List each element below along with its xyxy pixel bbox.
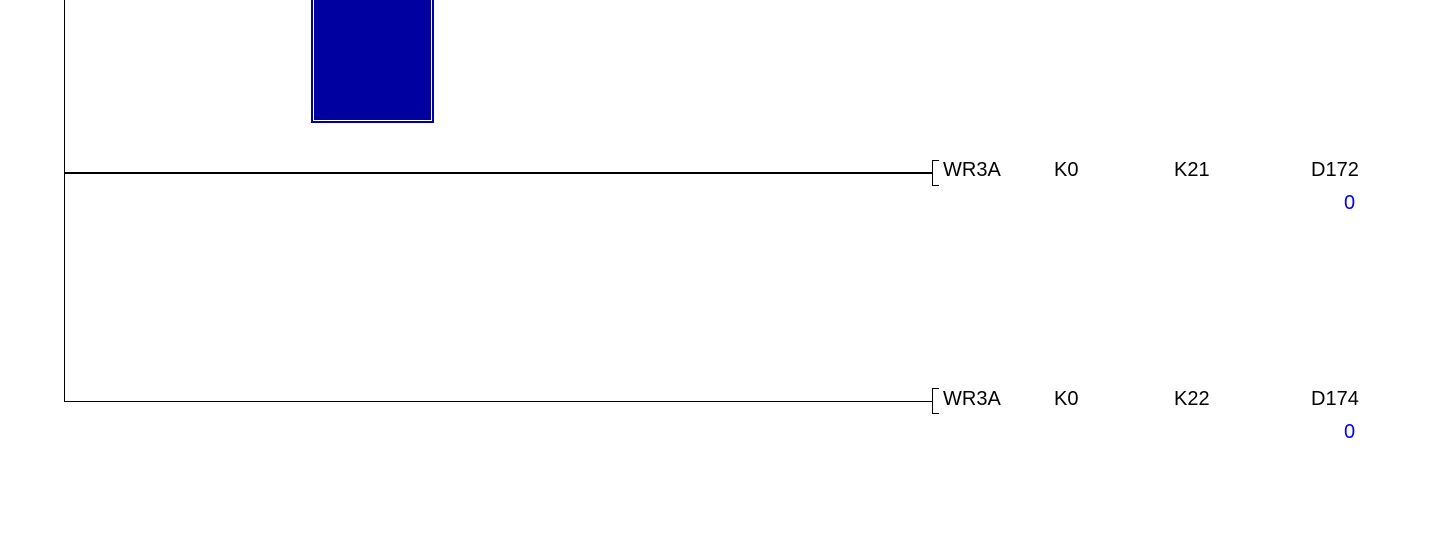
instruction-operand[interactable]: D174 <box>1311 387 1359 410</box>
instruction-operand[interactable]: K0 <box>1054 159 1079 181</box>
instruction-operand[interactable]: K22 <box>1174 387 1210 410</box>
ladder-cell-cursor[interactable] <box>311 0 434 123</box>
left-power-rail <box>64 0 66 402</box>
device-monitor-value: 0 <box>1344 192 1356 214</box>
instruction-operand[interactable]: K0 <box>1054 387 1079 410</box>
instruction-open-bracket-icon <box>932 159 939 186</box>
instruction-operand[interactable]: D172 <box>1311 159 1359 181</box>
instruction-mnemonic[interactable]: WR3A <box>943 159 1001 181</box>
instruction-open-bracket-icon <box>932 388 939 414</box>
device-monitor-value: 0 <box>1344 420 1356 443</box>
instruction-mnemonic[interactable]: WR3A <box>943 387 1001 410</box>
instruction-operand[interactable]: K21 <box>1174 159 1210 181</box>
rung-wire <box>64 400 932 403</box>
rung-wire <box>64 172 932 174</box>
